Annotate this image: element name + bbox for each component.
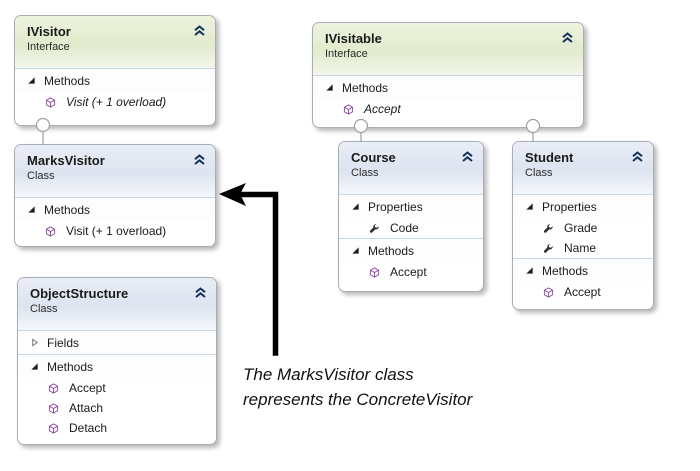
class-box-title: Student: [525, 150, 574, 165]
property-icon: [542, 242, 554, 254]
class-box-stereotype: Class: [351, 167, 379, 179]
expander-expanded-icon[interactable]: [324, 83, 334, 93]
collapse-chevron-icon[interactable]: [193, 153, 206, 165]
annotation-line-1: The MarksVisitor class: [243, 365, 414, 384]
section-row-properties[interactable]: Properties: [339, 194, 483, 218]
member-label: Name: [564, 241, 597, 255]
member-row[interactable]: Grade: [513, 218, 653, 238]
member-label: Accept: [390, 265, 427, 279]
annotation-arrow: [219, 183, 279, 356]
section-row-fields[interactable]: Fields: [18, 330, 216, 354]
section-row-methods[interactable]: Methods: [339, 238, 483, 262]
annotation-line-2: represents the ConcreteVisitor: [243, 390, 473, 409]
member-label: Visit (+ 1 overload): [66, 95, 167, 109]
class-box-stereotype: Class: [27, 170, 55, 182]
member-row[interactable]: Accept: [313, 99, 583, 119]
section-label: Methods: [342, 80, 389, 95]
member-row[interactable]: Accept: [339, 262, 483, 282]
method-icon: [368, 266, 380, 278]
annotation-text: The MarksVisitor class represents the Co…: [243, 362, 472, 412]
method-icon: [47, 422, 59, 434]
property-icon: [368, 222, 380, 234]
expander-collapsed-icon[interactable]: [29, 338, 39, 348]
member-row[interactable]: Accept: [18, 378, 216, 398]
member-row[interactable]: Attach: [18, 398, 216, 418]
section-label: Methods: [368, 243, 415, 258]
class-box-stereotype: Interface: [325, 48, 368, 60]
member-label: Grade: [564, 221, 598, 235]
collapse-chevron-icon[interactable]: [193, 24, 206, 36]
section-row-methods[interactable]: Methods: [513, 258, 653, 282]
expander-expanded-icon[interactable]: [524, 266, 534, 276]
expander-expanded-icon[interactable]: [26, 205, 36, 215]
collapse-chevron-icon[interactable]: [461, 150, 474, 162]
member-row[interactable]: Visit (+ 1 overload): [15, 221, 215, 241]
section-label: Properties: [368, 199, 423, 214]
section-label: Methods: [44, 73, 91, 88]
section-row-methods[interactable]: Methods: [15, 197, 215, 221]
expander-expanded-icon[interactable]: [350, 202, 360, 212]
member-label: Attach: [69, 401, 104, 415]
section-row-methods[interactable]: Methods: [15, 68, 215, 92]
class-box-title: MarksVisitor: [27, 153, 105, 168]
member-label: Accept: [69, 381, 106, 395]
method-icon: [342, 103, 354, 115]
collapse-chevron-icon[interactable]: [631, 150, 644, 162]
section-label: Fields: [47, 335, 80, 350]
section-row-methods[interactable]: Methods: [313, 75, 583, 99]
member-label: Visit (+ 1 overload): [66, 224, 167, 238]
member-label: Detach: [69, 421, 108, 435]
member-row[interactable]: Code: [339, 218, 483, 238]
property-icon: [542, 222, 554, 234]
method-icon: [44, 96, 56, 108]
class-box-title: IVisitable: [325, 31, 382, 46]
class-box-title: Course: [351, 150, 396, 165]
member-row[interactable]: Name: [513, 238, 653, 258]
collapse-chevron-icon[interactable]: [561, 31, 574, 43]
member-row[interactable]: Accept: [513, 282, 653, 302]
class-box-title: IVisitor: [27, 24, 71, 39]
section-row-methods[interactable]: Methods: [18, 354, 216, 378]
class-box-stereotype: Class: [525, 167, 553, 179]
collapse-chevron-icon[interactable]: [194, 286, 207, 298]
section-label: Methods: [44, 202, 91, 217]
member-row[interactable]: Visit (+ 1 overload): [15, 92, 215, 112]
class-box-stereotype: Class: [30, 303, 58, 315]
member-label: Accept: [564, 285, 601, 299]
section-label: Properties: [542, 199, 597, 214]
class-box-title: ObjectStructure: [30, 286, 129, 301]
section-label: Methods: [542, 263, 589, 278]
section-label: Methods: [47, 359, 94, 374]
section-row-properties[interactable]: Properties: [513, 194, 653, 218]
method-icon: [47, 402, 59, 414]
member-label: Code: [390, 221, 419, 235]
class-box-stereotype: Interface: [27, 41, 70, 53]
method-icon: [44, 225, 56, 237]
expander-expanded-icon[interactable]: [26, 76, 36, 86]
expander-expanded-icon[interactable]: [524, 202, 534, 212]
expander-expanded-icon[interactable]: [350, 246, 360, 256]
member-label: Accept: [364, 102, 401, 116]
method-icon: [47, 382, 59, 394]
method-icon: [542, 286, 554, 298]
member-row[interactable]: Detach: [18, 418, 216, 438]
expander-expanded-icon[interactable]: [29, 362, 39, 372]
